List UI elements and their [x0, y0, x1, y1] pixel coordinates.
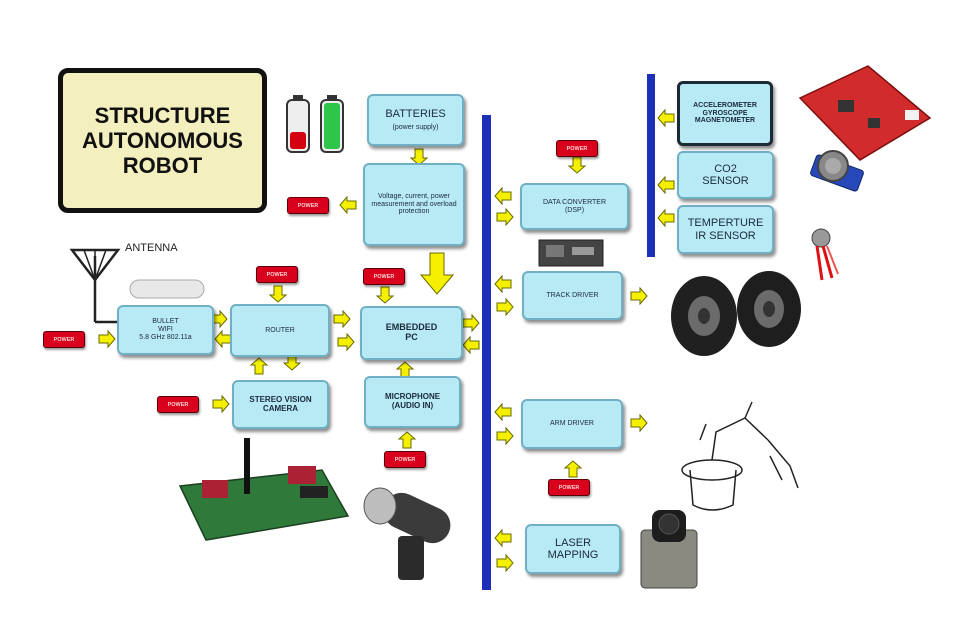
co2-sensor-image: [810, 150, 864, 192]
arm-driver-text: ARM DRIVER: [550, 420, 594, 428]
accel-line-2: GYROSCOPE: [702, 109, 748, 117]
voltage-text: Voltage, current, power measurement and …: [371, 192, 457, 216]
track-driver-text: TRACK DRIVER: [546, 291, 599, 299]
bullet-line-2: WIFI: [158, 326, 173, 334]
power-tag-data-converter: POWER: [556, 140, 598, 157]
ir-sensor-image: [811, 228, 839, 281]
camera-line-1: STEREO VISION: [249, 394, 312, 404]
embedded-pc-block: EMBEDDED PC: [360, 306, 463, 360]
router-block: ROUTER: [230, 304, 330, 357]
pc-line-2: PC: [405, 332, 418, 342]
power-tag-arm-driver: POWER: [548, 479, 590, 496]
power-tag-microphone: POWER: [384, 451, 426, 468]
power-tag-bullet: POWER: [43, 331, 85, 348]
bullet-wifi-block: BULLET WIFI 5.8 GHz 802.11a: [117, 305, 214, 355]
batteries-block: BATTERIES (power supply): [367, 94, 464, 146]
co2-line-2: SENSOR: [702, 175, 749, 187]
dsp-line-2: (DSP): [564, 206, 585, 214]
stereo-camera-board-image: [178, 438, 350, 541]
accel-line-1: ACCELEROMETER: [693, 101, 757, 109]
mic-line-1: MICROPHONE: [384, 392, 441, 402]
camera-line-2: CAMERA: [262, 403, 299, 413]
robot-arm-image: [681, 401, 799, 511]
bullet-device-image: [129, 279, 205, 299]
main-bus: [482, 115, 491, 590]
track-driver-block: TRACK DRIVER: [522, 271, 623, 320]
temp-line-2: IR SENSOR: [695, 229, 756, 242]
co2-sensor-block: CO2 SENSOR: [677, 151, 774, 199]
power-tag-pc: POWER: [363, 268, 405, 285]
router-text: ROUTER: [265, 326, 295, 334]
power-tag-voltage: POWER: [287, 197, 329, 214]
power-tag-camera: POWER: [157, 396, 199, 413]
temperature-sensor-block: TEMPERTURE IR SENSOR: [677, 205, 774, 254]
battery-icons: [286, 95, 344, 153]
bullet-line-1: BULLET: [152, 318, 179, 326]
microphone-image: [363, 487, 451, 580]
accelerometer-block: ACCELEROMETER GYROSCOPE MAGNETOMETER: [677, 81, 773, 146]
imu-board-image: [798, 65, 932, 161]
co2-line-1: CO2: [714, 162, 737, 175]
diagram-title: STRUCTURE AUTONOMOUS ROBOT: [58, 68, 267, 213]
stereo-camera-block: STEREO VISION CAMERA: [232, 380, 329, 429]
temp-line-1: TEMPERTURE: [687, 217, 764, 230]
title-line-3: ROBOT: [122, 153, 203, 179]
mic-line-2: (AUDIO IN): [391, 401, 434, 410]
antenna-label: ANTENNA: [125, 242, 178, 254]
dsp-line-1: DATA CONVERTER: [542, 198, 606, 206]
antenna-icon: [69, 248, 121, 324]
sensor-bus: [647, 74, 655, 257]
title-line-2: AUTONOMOUS: [82, 127, 243, 153]
batteries-subtitle: (power supply): [392, 124, 439, 132]
power-tag-router: POWER: [256, 266, 298, 283]
arm-driver-block: ARM DRIVER: [521, 399, 623, 449]
voltage-block: Voltage, current, power measurement and …: [363, 163, 465, 246]
bullet-line-3: 5.8 GHz 802.11a: [139, 333, 192, 341]
laser-mapping-block: LASER MAPPING: [525, 524, 621, 574]
laser-scanner-image: [640, 510, 698, 589]
laser-line-1: LASER: [554, 536, 592, 549]
microphone-block: MICROPHONE (AUDIO IN): [364, 376, 461, 428]
accel-line-3: MAGNETOMETER: [694, 117, 756, 125]
dsp-board-image: [538, 239, 604, 267]
laser-line-2: MAPPING: [547, 549, 599, 561]
wheels-image: [671, 271, 801, 356]
pc-line-1: EMBEDDED: [385, 322, 438, 333]
title-line-1: STRUCTURE: [94, 102, 231, 128]
data-converter-block: DATA CONVERTER (DSP): [520, 183, 629, 230]
batteries-title: BATTERIES: [385, 108, 446, 121]
